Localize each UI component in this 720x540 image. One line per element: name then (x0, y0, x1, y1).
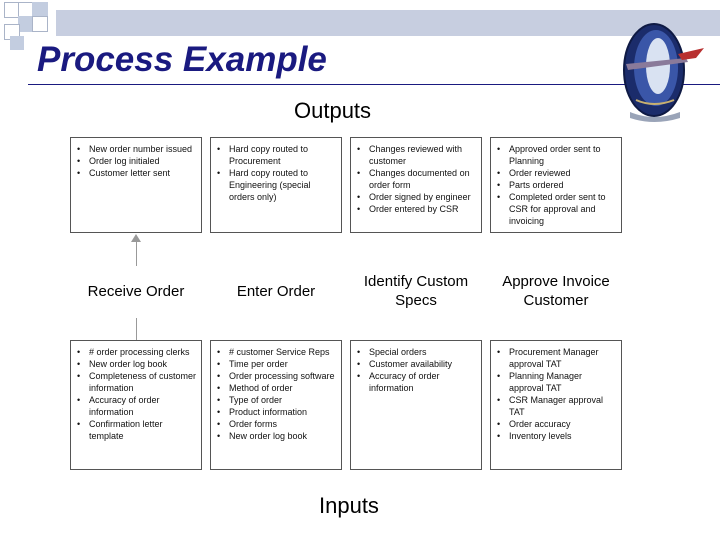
input-item: New order log book (217, 430, 337, 442)
input-item: # customer Service Reps (217, 346, 337, 358)
decorative-square (32, 16, 48, 32)
input-box: # order processing clerks New order log … (70, 340, 202, 470)
process-step: Approve Invoice Customer (502, 273, 610, 309)
output-item: Hard copy routed to Engineering (special… (217, 167, 337, 203)
outputs-label: Outputs (294, 98, 372, 123)
process-step: Identify Custom Specs (363, 273, 469, 309)
input-item: New order log book (77, 358, 197, 370)
page-title: Process Example (37, 40, 327, 79)
input-item: Confirmation letter template (77, 418, 197, 442)
output-item: Approved order sent to Planning (497, 143, 617, 167)
decorative-square (10, 36, 24, 50)
input-item: CSR Manager approval TAT (497, 394, 617, 418)
input-item: # order processing clerks (77, 346, 197, 358)
inputs-label: Inputs (319, 493, 379, 518)
process-step: Enter Order (236, 282, 316, 300)
process-step: Receive Order (87, 282, 185, 300)
arrow-up-icon (131, 234, 141, 242)
input-item: Order accuracy (497, 418, 617, 430)
input-item: Procurement Manager approval TAT (497, 346, 617, 370)
input-item: Product information (217, 406, 337, 418)
output-item: Parts ordered (497, 179, 617, 191)
output-item: Completed order sent to CSR for approval… (497, 191, 617, 227)
input-item: Accuracy of order information (357, 370, 477, 394)
input-item: Method of order (217, 382, 337, 394)
output-item: Hard copy routed to Procurement (217, 143, 337, 167)
output-item: Order signed by engineer (357, 191, 477, 203)
output-item: New order number issued (77, 143, 197, 155)
input-item: Accuracy of order information (77, 394, 197, 418)
output-item: Changes reviewed with customer (357, 143, 477, 167)
input-item: Order forms (217, 418, 337, 430)
input-item: Time per order (217, 358, 337, 370)
input-item: Customer availability (357, 358, 477, 370)
output-box: Changes reviewed with customer Changes d… (350, 137, 482, 233)
input-item: Inventory levels (497, 430, 617, 442)
input-item: Type of order (217, 394, 337, 406)
title-bar (56, 10, 720, 36)
input-item: Completeness of customer information (77, 370, 197, 394)
connector-line (136, 318, 137, 340)
input-box: # customer Service Reps Time per order O… (210, 340, 342, 470)
logo-graphic (623, 23, 704, 122)
output-box: Hard copy routed to Procurement Hard cop… (210, 137, 342, 233)
input-item: Planning Manager approval TAT (497, 370, 617, 394)
output-box: New order number issued Order log initia… (70, 137, 202, 233)
input-item: Special orders (357, 346, 477, 358)
input-item: Order processing software (217, 370, 337, 382)
output-item: Customer letter sent (77, 167, 197, 179)
input-box: Procurement Manager approval TAT Plannin… (490, 340, 622, 470)
output-item: Order log initialed (77, 155, 197, 167)
title-underline (28, 84, 720, 85)
output-item: Order entered by CSR (357, 203, 477, 215)
connector-line (136, 240, 137, 266)
output-item: Order reviewed (497, 167, 617, 179)
output-item: Changes documented on order form (357, 167, 477, 191)
input-box: Special orders Customer availability Acc… (350, 340, 482, 470)
output-box: Approved order sent to Planning Order re… (490, 137, 622, 233)
